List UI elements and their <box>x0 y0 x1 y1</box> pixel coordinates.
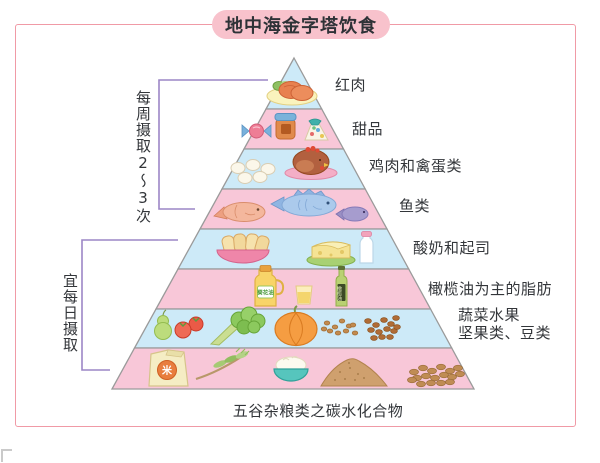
pumpkin-icon <box>274 305 318 347</box>
layer-label-vegetables-fruits: 蔬菜水果 坚果类、豆类 <box>458 306 551 342</box>
cooking-oil-bottle-icon: 葵花油 <box>254 265 285 307</box>
lettuce-icon <box>230 306 266 335</box>
layer-label-grains: 五谷杂粮类之碳水化合物 <box>232 402 404 420</box>
layer-label-fish: 鱼类 <box>399 197 431 215</box>
layer-label-sweets: 甜品 <box>352 120 384 138</box>
meat-plate-icon <box>266 81 318 106</box>
roast-chicken-icon <box>284 146 338 180</box>
daily-intake-label: 宜每日摄取 <box>61 273 79 353</box>
layer-label-red-meat: 红肉 <box>335 76 367 94</box>
page-title-text: 地中海金字塔饮食 <box>225 15 377 37</box>
wheat-icon <box>195 347 250 381</box>
nuts-icon <box>320 318 359 336</box>
pyramid-layer-oils <box>154 268 432 310</box>
sunflower-oil-label: 葵花油 <box>256 289 274 297</box>
layer-label-oils: 橄榄油为主的脂肪 <box>428 280 553 298</box>
beans-icon <box>364 315 401 341</box>
layer-label-poultry-eggs: 鸡肉和禽蛋类 <box>369 157 463 175</box>
olive-oil-label: 橄榄油 <box>336 285 342 302</box>
milk-bottle-icon <box>359 231 374 264</box>
bread-bowl-icon <box>216 233 270 264</box>
layer-label-yogurt-cheese: 酸奶和起司 <box>413 239 491 257</box>
candy-bag-icon <box>304 118 329 141</box>
grain-pile-icon <box>320 358 389 387</box>
rice-bag-icon: 米 <box>148 349 189 387</box>
pyramid-layer-yogurt-cheese <box>176 228 410 270</box>
weekly-intake-label: 每周摄取2～3次 <box>134 90 152 224</box>
scan-artifact-mark <box>1 449 12 462</box>
page-title: 地中海金字塔饮食 <box>212 10 390 39</box>
salmon-fish-icon <box>213 202 266 222</box>
cheese-icon <box>306 241 356 267</box>
rice-bowl-icon <box>273 356 309 382</box>
grains-beans-icon <box>407 363 465 388</box>
candy-icon <box>241 123 272 139</box>
weekly-intake-bracket <box>158 79 268 210</box>
eggs-icon <box>230 159 276 184</box>
rice-bag-label: 米 <box>162 364 173 377</box>
daily-intake-bracket <box>81 239 178 371</box>
pear-icon <box>154 309 172 340</box>
purple-fish-icon <box>335 206 369 222</box>
layer-label-vegetables-line2: 坚果类、豆类 <box>458 324 552 342</box>
blue-fish-icon <box>270 188 337 217</box>
olive-oil-bottle-icon: 橄榄油 <box>335 266 348 307</box>
tomatoes-icon <box>174 316 204 339</box>
layer-label-vegetables-line1: 蔬菜水果 <box>458 306 521 324</box>
oil-glass-icon <box>295 285 313 305</box>
jam-jar-icon <box>274 113 297 140</box>
